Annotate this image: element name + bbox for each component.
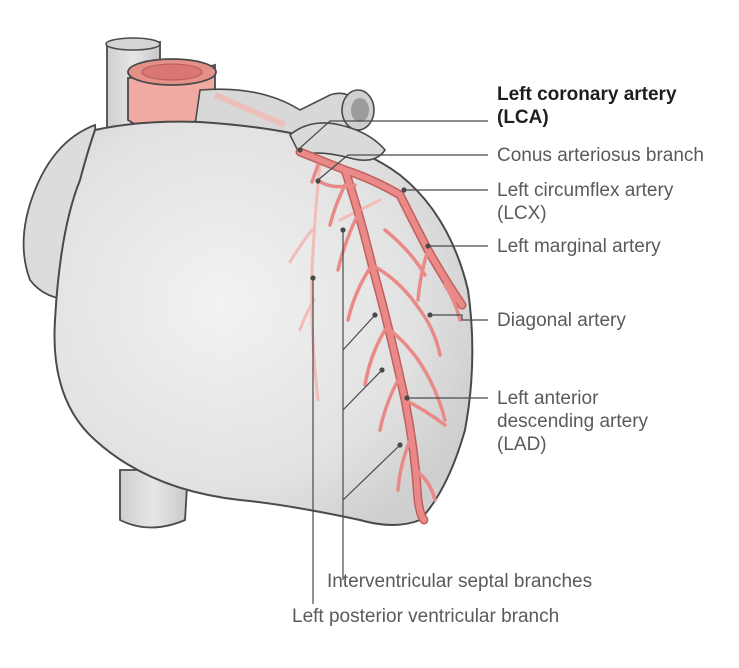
left-atrial-appendage xyxy=(289,122,386,161)
label-left-posterior-ventricular-branch: Left posterior ventricular branch xyxy=(292,606,560,627)
vena-cava-opening xyxy=(105,37,161,51)
heart-body xyxy=(53,120,474,526)
label-conus-arteriosus-branch: Conus arteriosus branch xyxy=(497,145,704,166)
label-interventricular-septal-branches: Interventricular septal branches xyxy=(327,571,593,592)
label-left-circumflex-artery: Left circumflex artery (LCX) xyxy=(497,180,674,224)
label-diagonal-artery: Diagonal artery xyxy=(497,310,626,331)
label-left-marginal-artery: Left marginal artery xyxy=(497,236,661,257)
label-left-anterior-descending-artery: Left anterior descending artery (LAD) xyxy=(497,388,649,455)
coronary-arteries xyxy=(295,147,467,525)
label-left-coronary-artery: Left coronary artery (LCA) xyxy=(497,84,677,128)
leader-lines xyxy=(297,120,488,604)
